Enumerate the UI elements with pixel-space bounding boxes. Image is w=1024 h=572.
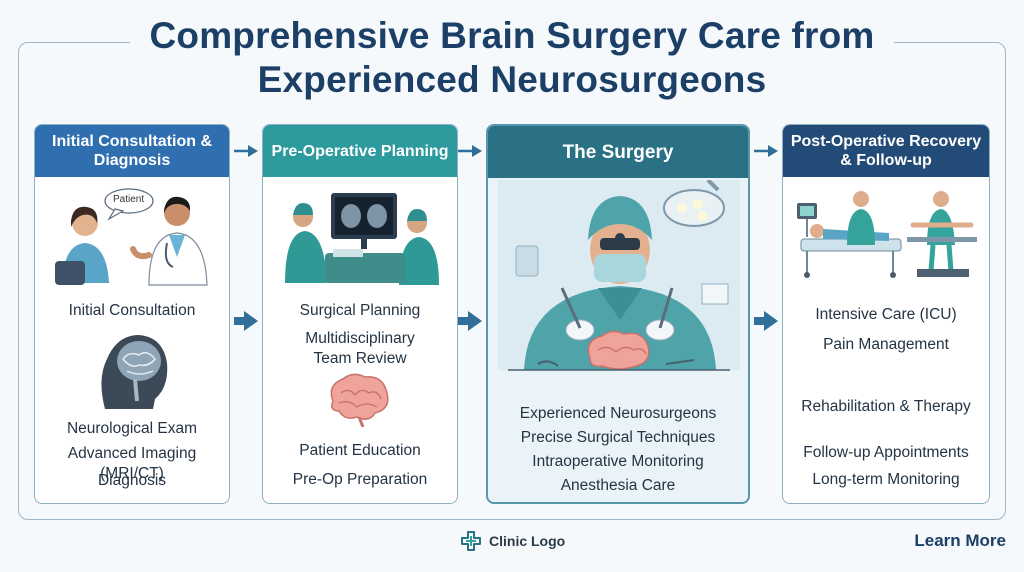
brain-icon: [330, 373, 389, 427]
stage-item: Intraoperative Monitoring: [532, 453, 704, 470]
clinic-logo[interactable]: Clinic Logo: [460, 530, 565, 552]
stage-card-initial-consultation: Initial Consultation & Diagnosis Patient…: [34, 124, 230, 504]
arrow-right-icon: [458, 311, 482, 331]
stage-item: Pain Management: [823, 336, 949, 353]
stage-item: Patient Education: [299, 442, 421, 459]
stage-header: Initial Consultation & Diagnosis: [35, 125, 229, 177]
stage-item: Initial Consultation: [68, 302, 196, 319]
stage-item: Advanced Imaging (MRI/CT): [67, 445, 197, 482]
stage-item: Intensive Care (ICU): [815, 306, 957, 323]
stage-item: Multidisciplinary Team Review: [305, 330, 415, 367]
stage-item: Rehabilitation & Therapy: [801, 398, 971, 415]
arrow-right-icon: [234, 311, 258, 331]
brain-scan-icon: [101, 335, 168, 409]
arrow-right-icon: [458, 145, 482, 157]
stage-item: Diagnosis: [97, 472, 167, 489]
page-title: Comprehensive Brain Surgery Care from Ex…: [130, 14, 894, 102]
stage-item: Neurological Exam: [66, 420, 198, 437]
stage-header: Pre-Operative Planning: [263, 125, 457, 177]
stage-card-post-operative-recovery: Post-Operative Recovery & Follow-up Inte…: [782, 124, 990, 504]
doctor-patient-illustration: [55, 188, 208, 286]
arrow-right-icon: [754, 145, 778, 157]
stage-item: Pre-Op Preparation: [292, 471, 428, 488]
clinic-cross-icon: [461, 531, 481, 551]
surgical-team-illustration: [285, 193, 439, 285]
learn-more-link[interactable]: Learn More: [914, 531, 1006, 550]
stage-item: Experienced Neurosurgeons: [519, 405, 717, 422]
stage-header: The Surgery: [488, 126, 748, 178]
stage-item: Precise Surgical Techniques: [520, 429, 716, 446]
stage-item: Anesthesia Care: [560, 477, 676, 494]
stage-card-the-surgery: The Surgery Experienced Neurosurgeons Pr…: [486, 124, 750, 504]
stage-card-pre-operative-planning: Pre-Operative Planning Surgical Planning…: [262, 124, 458, 504]
stage-item: Long-term Monitoring: [812, 471, 960, 488]
stage-header: Post-Operative Recovery & Follow-up: [783, 125, 989, 177]
surgeon-illustration: [498, 180, 740, 371]
speech-bubble-text: Patient: [113, 194, 145, 205]
arrow-right-icon: [234, 145, 258, 157]
arrow-right-icon: [754, 311, 778, 331]
icu-rehab-illustration: [797, 191, 977, 278]
stage-item: Surgical Planning: [299, 302, 421, 319]
stage-item: Follow-up Appointments: [803, 444, 969, 461]
clinic-logo-text: Clinic Logo: [489, 533, 566, 549]
